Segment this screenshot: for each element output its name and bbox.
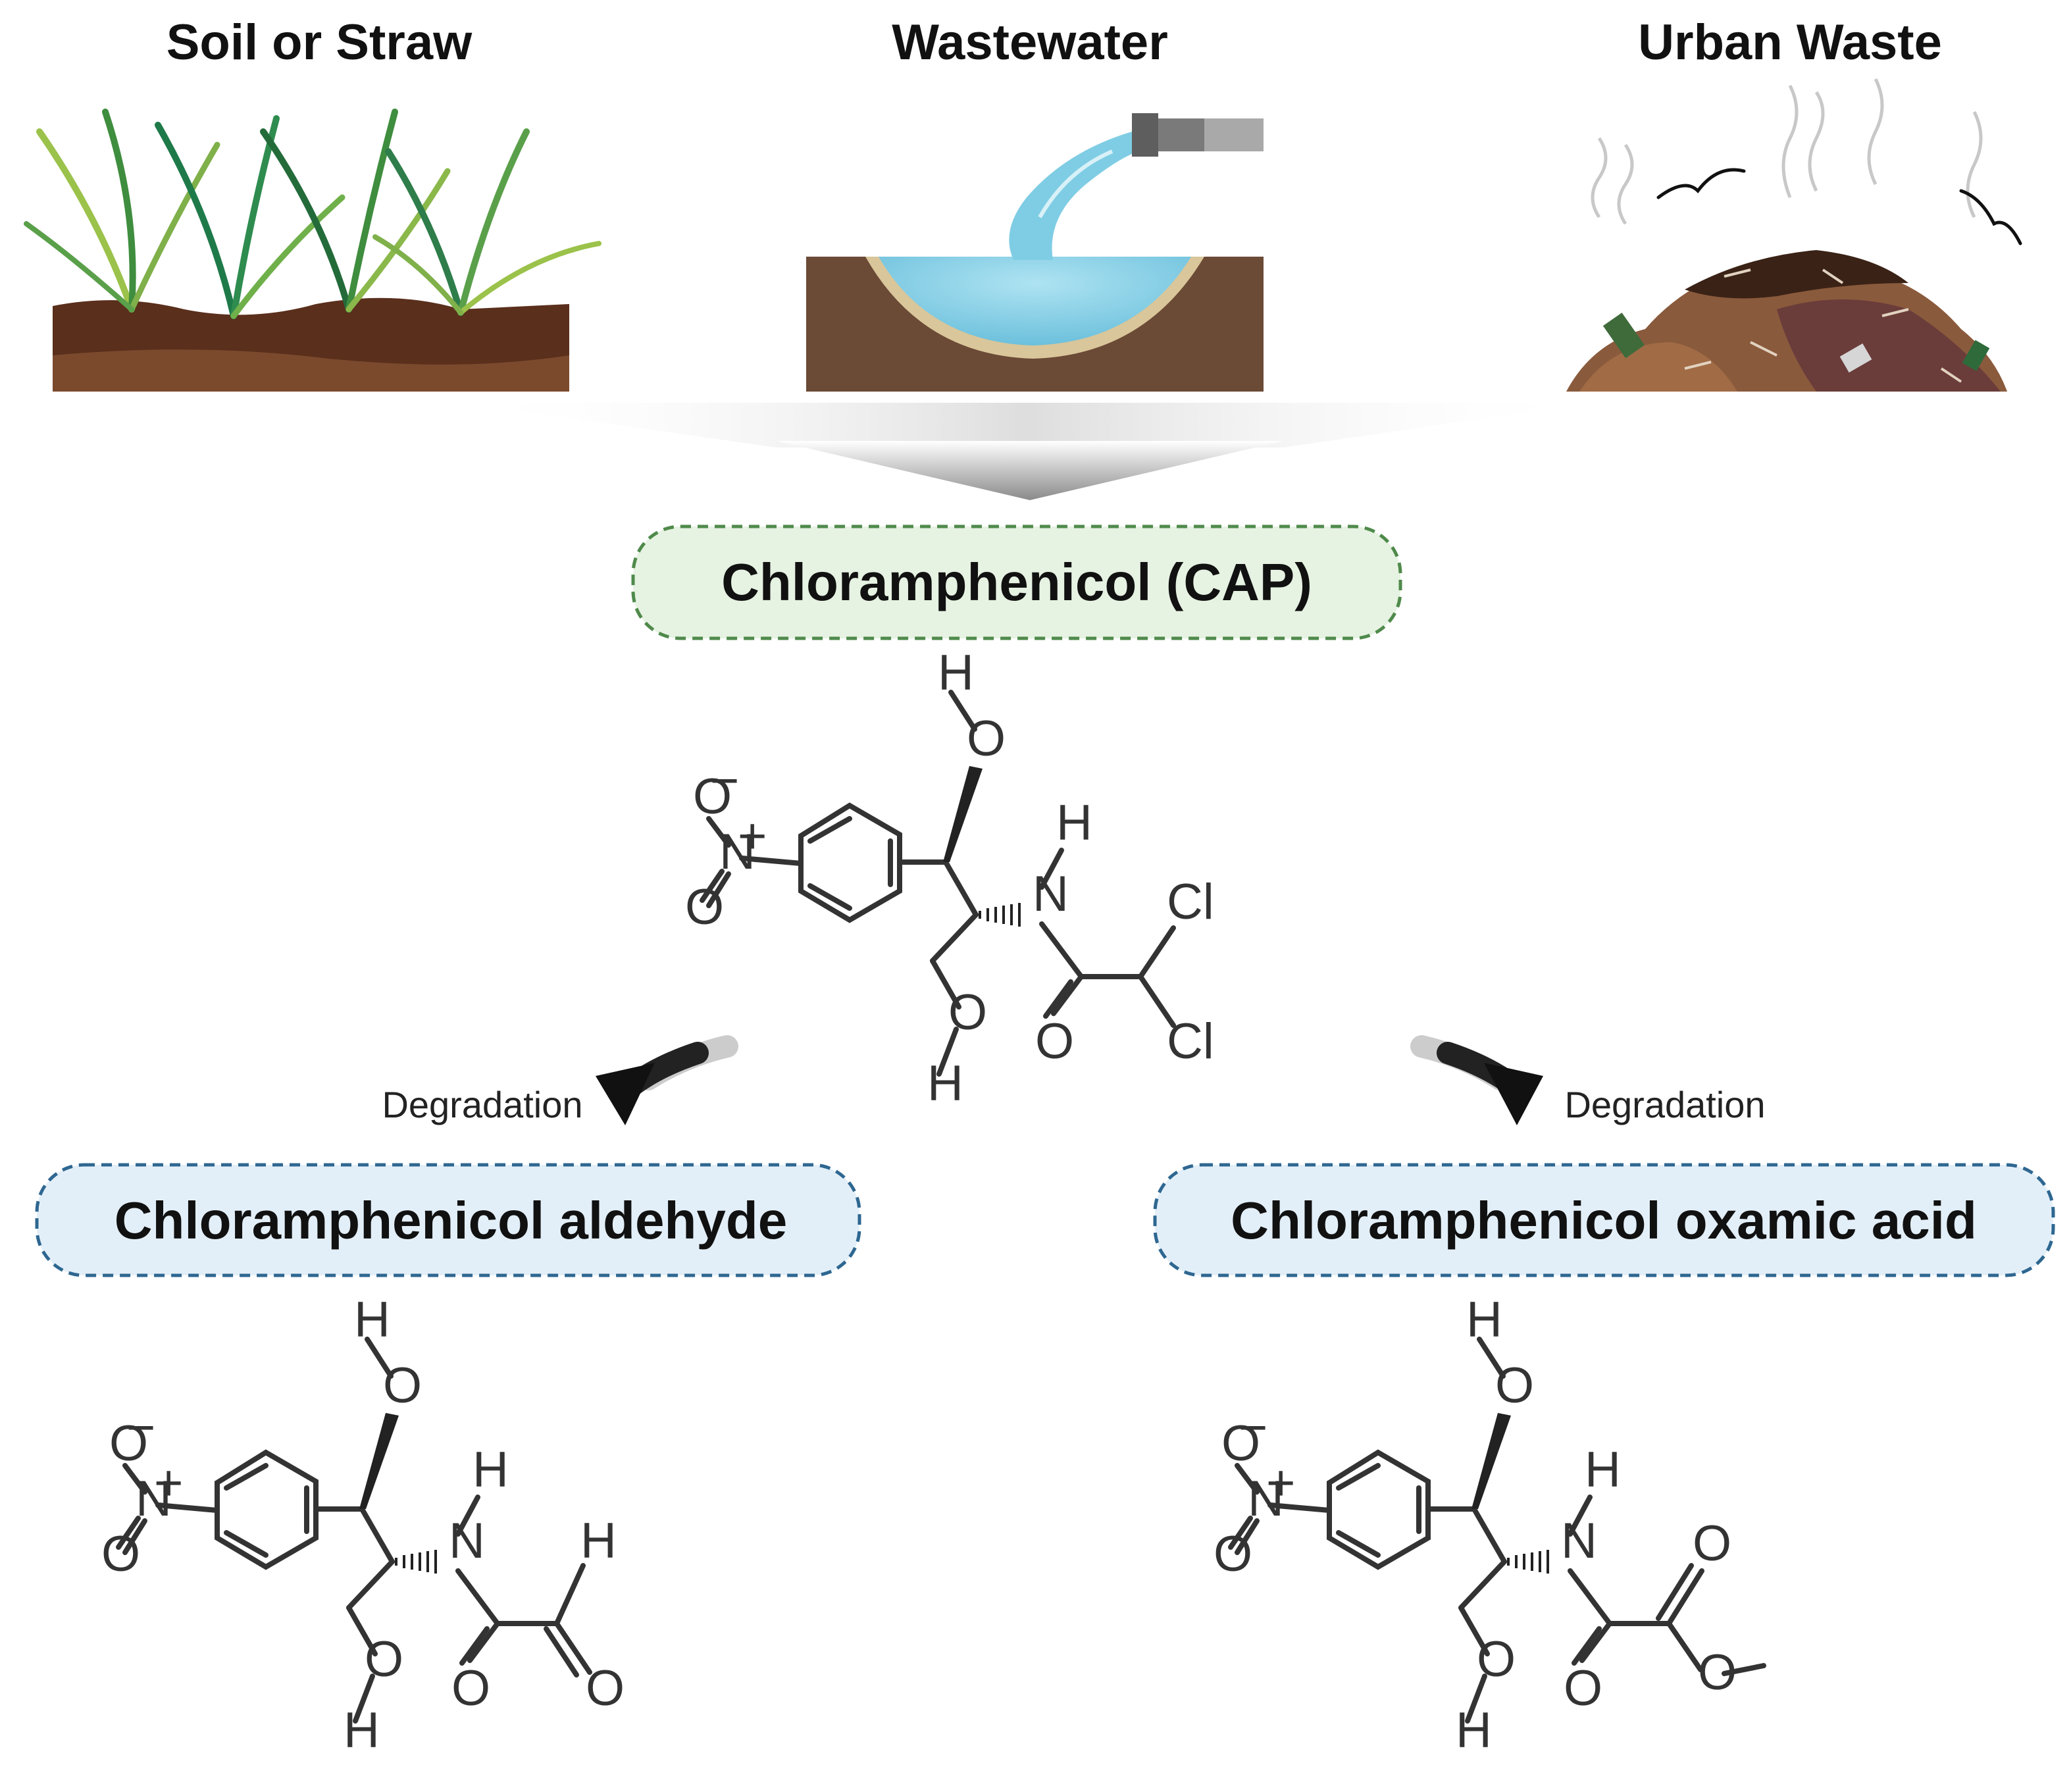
urban-waste-pile-illustration — [1566, 78, 2022, 392]
source-title-wastewater: Wastewater — [892, 14, 1168, 70]
degradation-label-left: Degradation — [382, 1084, 582, 1125]
atom-o: O — [693, 769, 732, 825]
atom-h: H — [344, 1702, 380, 1758]
atom-plus: + — [738, 808, 767, 864]
product-label-aldehyde: Chloramphenicol aldehyde — [115, 1191, 787, 1250]
atom-plus: + — [154, 1455, 183, 1511]
product-pill-oxamic-acid: Chloramphenicol oxamic acid — [1153, 1163, 2055, 1277]
main-compound-pill: Chloramphenicol (CAP) — [631, 525, 1402, 640]
degradation-label-right: Degradation — [1564, 1084, 1765, 1125]
atom-h: H — [354, 1292, 390, 1348]
atom-n: N — [449, 1513, 485, 1569]
atom-h: H — [927, 1056, 963, 1112]
soil-straw-illustration — [24, 109, 601, 392]
atom-o: O — [1495, 1358, 1534, 1414]
atom-n: N — [1033, 866, 1069, 922]
atom-o: O — [101, 1526, 140, 1582]
atom-o: O — [1477, 1631, 1516, 1687]
main-compound-label: Chloramphenicol (CAP) — [721, 553, 1312, 611]
degradation-arrow-right — [1410, 1035, 1543, 1125]
atom-h: H — [473, 1442, 509, 1498]
atom-cl: Cl — [1167, 874, 1214, 930]
atom-o: O — [1698, 1645, 1737, 1701]
oxamic-acid-structure: N + O − O O H N H O O O O H — [1214, 1292, 1766, 1758]
atom-o: O — [451, 1660, 490, 1716]
atom-o: O — [685, 879, 724, 935]
atom-o: O — [1035, 1013, 1074, 1069]
atom-n: N — [1561, 1513, 1597, 1569]
atom-h: H — [1466, 1292, 1502, 1348]
atom-h: H — [938, 645, 974, 701]
atom-o: O — [967, 711, 1006, 767]
degradation-arrow-left — [596, 1035, 738, 1125]
aldehyde-structure: N + O − O O H N H H O O O H — [101, 1292, 625, 1758]
source-title-urban-waste: Urban Waste — [1638, 14, 1942, 70]
atom-o: O — [1214, 1526, 1252, 1582]
atom-o: O — [109, 1416, 148, 1472]
atom-minus: − — [126, 1400, 155, 1456]
atom-n: N — [1248, 1471, 1284, 1527]
atom-minus: − — [1239, 1400, 1267, 1456]
atom-h: H — [580, 1513, 617, 1569]
product-label-oxamic-acid: Chloramphenicol oxamic acid — [1231, 1191, 1977, 1250]
atom-o: O — [1221, 1416, 1260, 1472]
atom-o: O — [948, 985, 987, 1040]
atom-o: O — [365, 1631, 403, 1687]
product-pill-aldehyde: Chloramphenicol aldehyde — [35, 1163, 861, 1277]
atom-h: H — [1456, 1702, 1492, 1758]
atom-n: N — [719, 824, 755, 880]
atom-o: O — [586, 1660, 625, 1716]
convergence-funnel — [461, 403, 1593, 500]
atom-n: N — [136, 1471, 172, 1527]
atom-minus: − — [710, 753, 739, 809]
atom-o: O — [1693, 1516, 1731, 1572]
atom-h: H — [1056, 795, 1092, 851]
wastewater-pipe-illustration — [806, 113, 1264, 392]
atom-h: H — [1585, 1442, 1621, 1498]
atom-o: O — [383, 1358, 422, 1414]
atom-o: O — [1564, 1660, 1602, 1716]
atom-plus: + — [1266, 1455, 1295, 1511]
source-title-soil: Soil or Straw — [166, 14, 473, 70]
cap-structure: N + O − O O H N H Cl Cl O O H — [685, 645, 1214, 1112]
atom-cl: Cl — [1167, 1013, 1214, 1069]
